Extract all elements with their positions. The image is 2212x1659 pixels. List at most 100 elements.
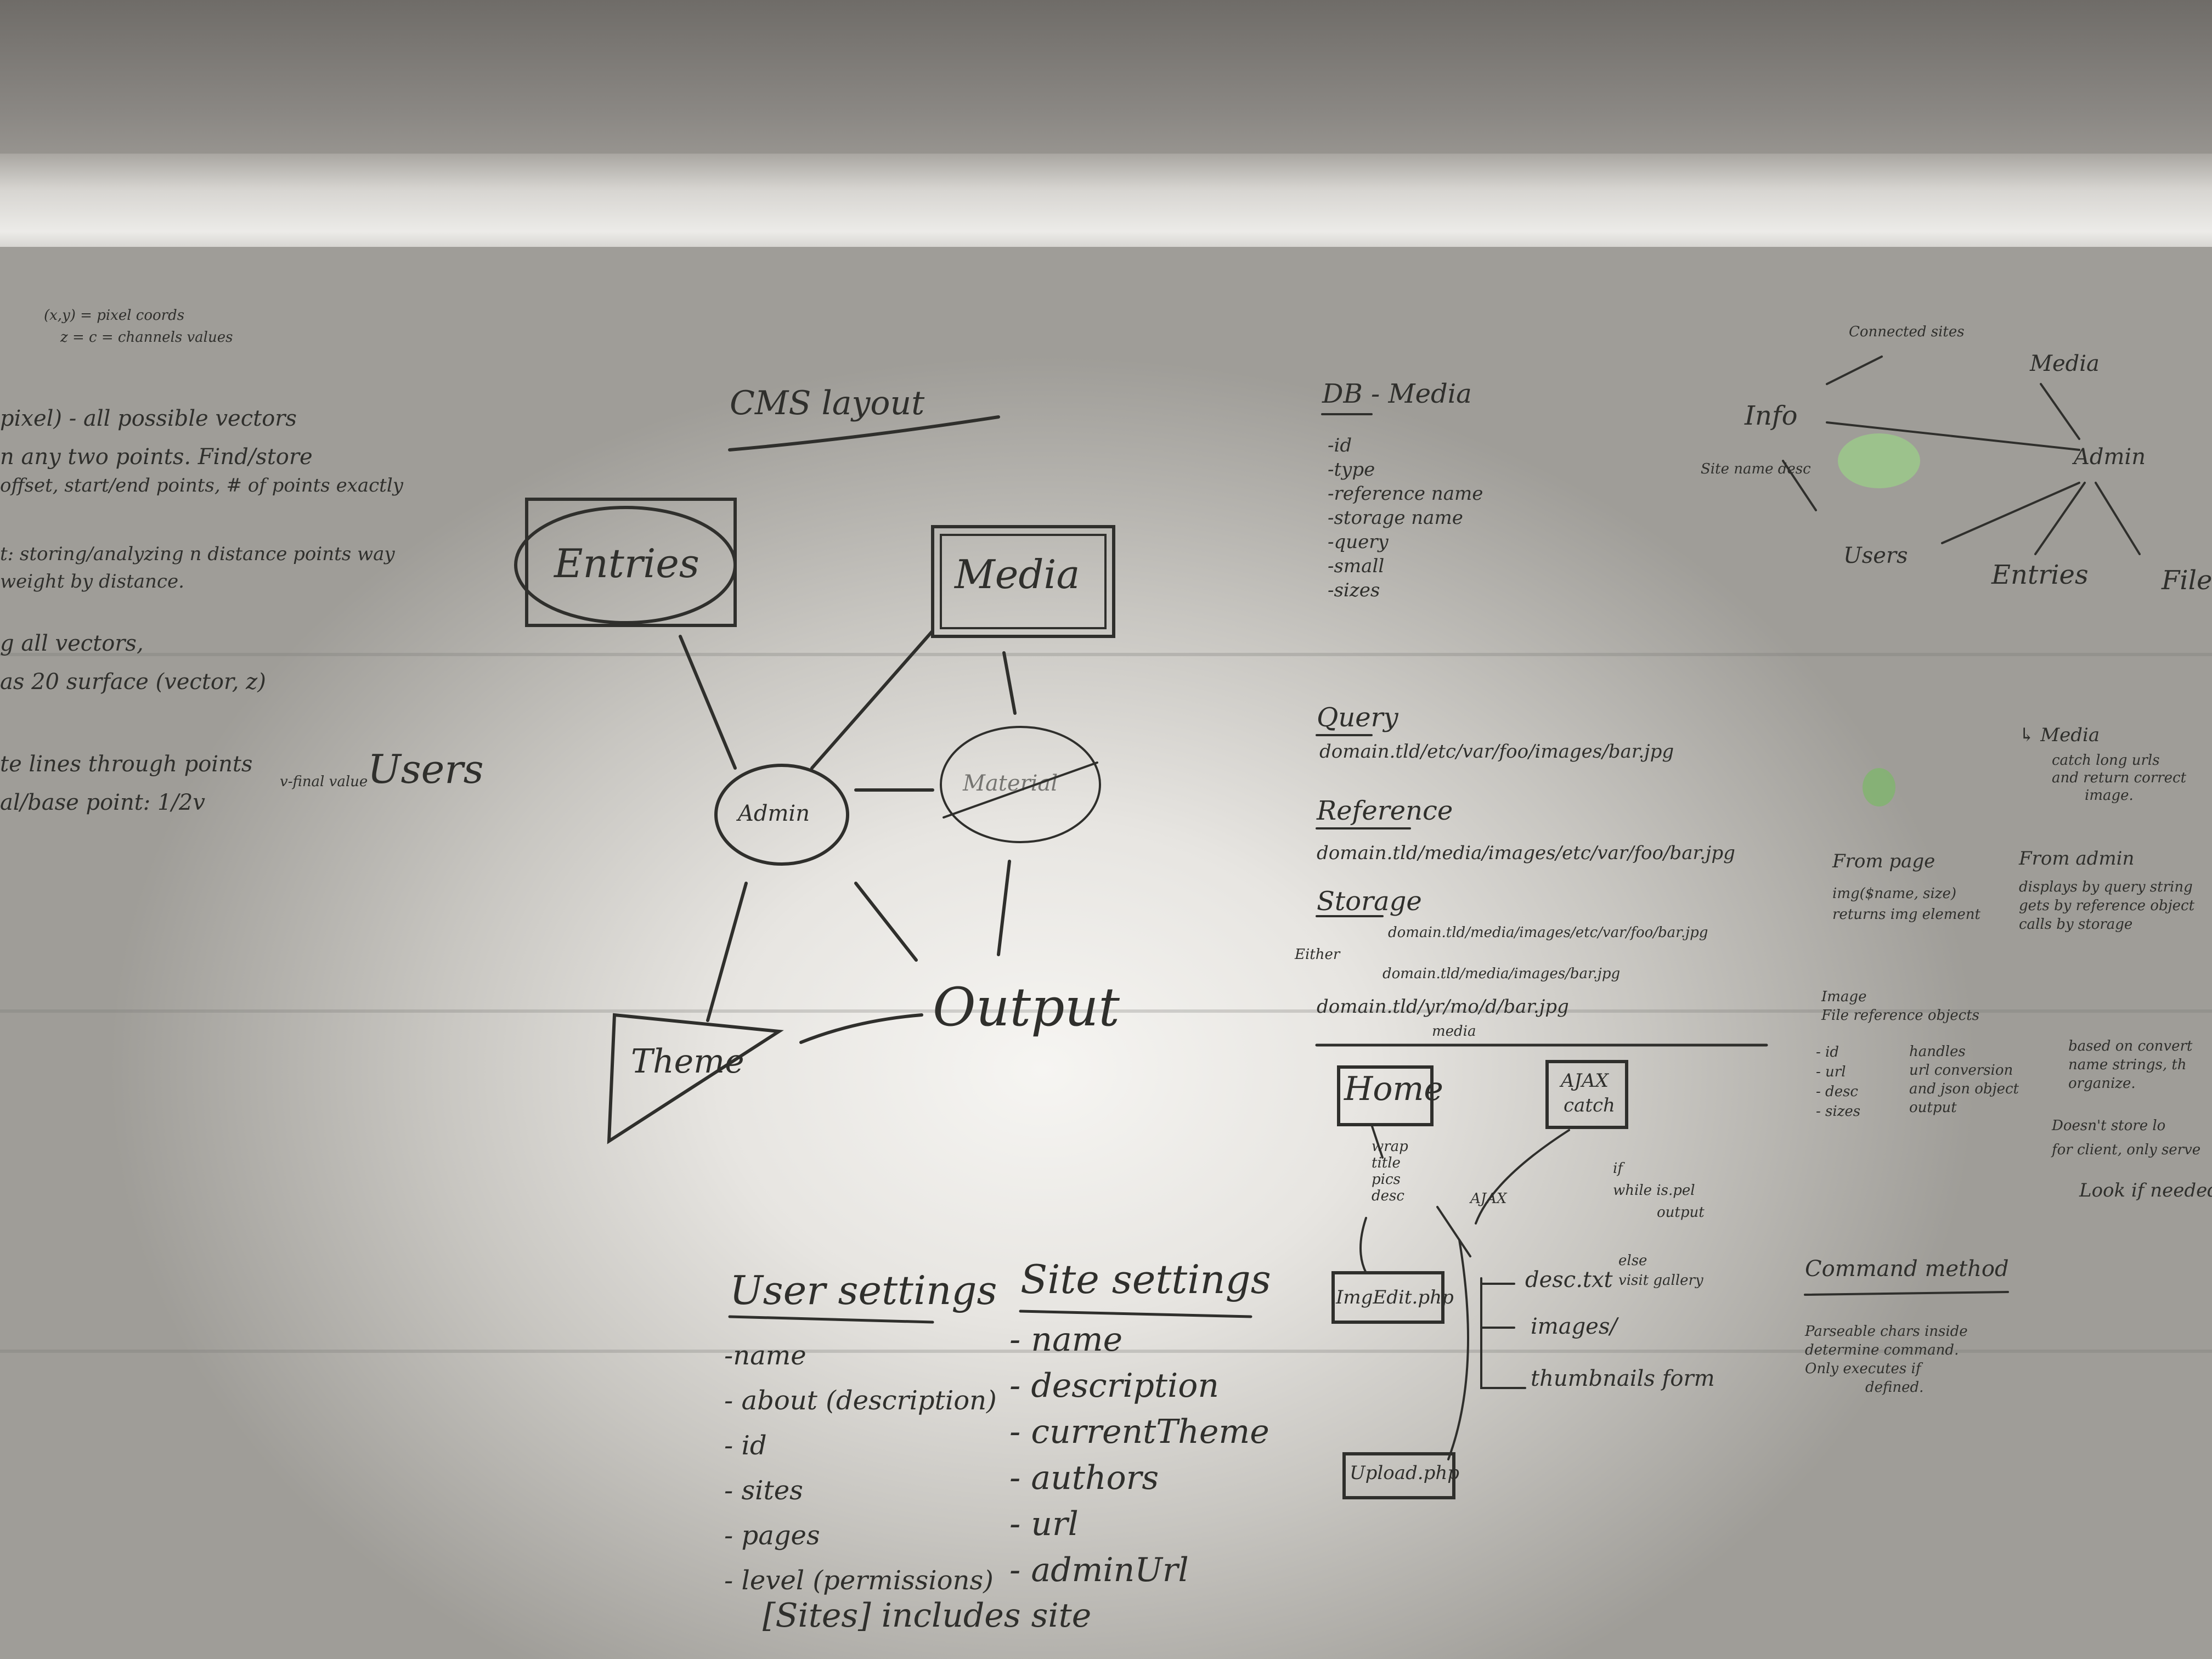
network-label: Entries bbox=[1991, 560, 2089, 590]
note-text: Doesn't store lo bbox=[2052, 1118, 2166, 1134]
note-text: - url bbox=[1816, 1064, 1846, 1080]
flow-text: images/ bbox=[1531, 1314, 1617, 1339]
note-text: - sizes bbox=[1816, 1103, 1861, 1120]
block-seam bbox=[0, 653, 2212, 656]
settings-item: - pages bbox=[724, 1520, 820, 1551]
note-text: weight by distance. bbox=[0, 571, 184, 592]
arrow-theme-output bbox=[799, 1013, 923, 1044]
query-value: domain.tld/etc/var/foo/images/bar.jpg bbox=[1319, 741, 1674, 763]
note-heading: From admin bbox=[2019, 848, 2135, 870]
note-block: catch long urls and return correct image… bbox=[2052, 752, 2186, 804]
settings-item: - id bbox=[724, 1430, 767, 1461]
net-line bbox=[1826, 421, 2080, 451]
note-text: g all vectors, bbox=[0, 631, 144, 656]
settings-item: - sites bbox=[724, 1475, 803, 1506]
wrap-item: title bbox=[1372, 1155, 1401, 1171]
net-line bbox=[2034, 482, 2086, 555]
arrow-admin-output bbox=[854, 882, 918, 962]
diagram-title: CMS layout bbox=[730, 384, 925, 422]
file-ref-heading: Image File reference objects bbox=[1821, 988, 1979, 1025]
imgedit-node: ImgEdit.php bbox=[1336, 1286, 1454, 1308]
flow-line bbox=[1480, 1277, 1526, 1389]
note-heading: Users bbox=[368, 746, 484, 792]
ajax-catch-node: AJAX bbox=[1561, 1070, 1609, 1092]
settings-item: - level (permissions) bbox=[724, 1565, 994, 1596]
node-material: Material bbox=[963, 771, 1058, 796]
note-text: organize. bbox=[2068, 1075, 2136, 1092]
node-admin: Admin bbox=[738, 801, 810, 826]
node-output: Output bbox=[933, 977, 1120, 1038]
note-text: File reference objects bbox=[1821, 1007, 1980, 1024]
node-entries: Entries bbox=[554, 540, 699, 586]
ajax-label: AJAX bbox=[1470, 1190, 1507, 1207]
block-seam bbox=[0, 1009, 2212, 1013]
network-label: Media bbox=[2030, 351, 2100, 376]
flow-text: if bbox=[1613, 1160, 1623, 1177]
settings-item: - about (description) bbox=[724, 1385, 997, 1416]
db-field-list: -id -type -reference name -storage name … bbox=[1328, 433, 1483, 602]
settings-item: - url bbox=[1009, 1505, 1079, 1543]
note-heading: ↳ Media bbox=[2019, 724, 2100, 746]
theme-triangle bbox=[607, 1013, 784, 1144]
underline bbox=[728, 415, 1000, 452]
note-text: te lines through points bbox=[0, 752, 253, 777]
storage-option: domain.tld/media/images/etc/var/foo/bar.… bbox=[1388, 924, 1708, 941]
note-text: and json object bbox=[1909, 1081, 2019, 1097]
user-settings-list: -name - about (description) - id - sites… bbox=[724, 1333, 997, 1603]
note-text: v-final value bbox=[280, 774, 368, 790]
note-text: handles bbox=[1909, 1043, 1966, 1060]
note-text: catch long urls bbox=[2052, 752, 2160, 769]
note-text: gets by reference object bbox=[2019, 898, 2195, 914]
db-field: -storage name bbox=[1328, 507, 1463, 529]
home-node: Home bbox=[1344, 1070, 1443, 1108]
note-text: offset, start/end points, # of points ex… bbox=[0, 475, 403, 496]
note-text: url conversion bbox=[1909, 1062, 2013, 1079]
note-text: displays by query string bbox=[2019, 879, 2193, 895]
flow-line bbox=[1359, 1217, 1367, 1274]
note-text: returns img element bbox=[1832, 906, 1980, 923]
entries-ellipse bbox=[514, 506, 737, 624]
admin-ellipse bbox=[714, 764, 849, 866]
green-paint-spot bbox=[1863, 768, 1895, 806]
material-ellipse bbox=[940, 726, 1101, 843]
green-paint-spot bbox=[1838, 433, 1920, 488]
else-block: else visit gallery bbox=[1618, 1251, 1703, 1290]
net-line bbox=[1826, 356, 1883, 385]
reference-value: domain.tld/media/images/etc/var/foo/bar.… bbox=[1317, 842, 1735, 864]
note-block: Doesn't store lo for client, only serve bbox=[2052, 1114, 2200, 1162]
db-title: DB - Media bbox=[1322, 379, 1472, 409]
db-field: -sizes bbox=[1328, 579, 1380, 601]
note-text: pixel) - all possible vectors bbox=[0, 406, 297, 431]
wrap-item: pics bbox=[1372, 1171, 1401, 1188]
settings-item: - currentTheme bbox=[1009, 1413, 1269, 1451]
note-text: - id bbox=[1816, 1044, 1839, 1060]
media-box bbox=[931, 525, 1115, 638]
flow-text: visit gallery bbox=[1618, 1272, 1703, 1289]
site-settings-title: Site settings bbox=[1020, 1256, 1271, 1302]
net-line bbox=[2095, 482, 2141, 555]
note-block: displays by query string gets by referen… bbox=[2019, 878, 2194, 934]
flow-text: while is.pel bbox=[1613, 1182, 1695, 1199]
note-text: and return correct bbox=[2052, 770, 2187, 786]
imgedit-box bbox=[1331, 1271, 1444, 1324]
note-text: Parseable chars inside bbox=[1805, 1323, 1968, 1340]
file-ref-fields: - id - url - desc - sizes bbox=[1816, 1042, 1860, 1121]
home-box bbox=[1337, 1065, 1434, 1126]
note-text: al/base point: 1/2v bbox=[0, 790, 205, 815]
storage-sub: media bbox=[1432, 1023, 1476, 1040]
db-field: -id bbox=[1328, 435, 1352, 456]
note-text: for client, only serve bbox=[2052, 1142, 2201, 1158]
note-heading: From page bbox=[1832, 850, 1936, 872]
note-text: determine command. bbox=[1805, 1342, 1959, 1358]
db-field: -query bbox=[1328, 531, 1389, 553]
underline bbox=[1804, 1291, 2009, 1296]
ceiling bbox=[0, 0, 2212, 165]
note-text: - desc bbox=[1816, 1084, 1858, 1100]
settings-item: - adminUrl bbox=[1009, 1551, 1189, 1589]
network-label: File bbox=[2162, 565, 2212, 596]
block-seam bbox=[0, 1350, 2212, 1353]
db-field: -small bbox=[1328, 555, 1385, 577]
note-text: (x,y) = pixel coords bbox=[44, 307, 185, 324]
note-block: Parseable chars inside determine command… bbox=[1805, 1322, 1968, 1397]
